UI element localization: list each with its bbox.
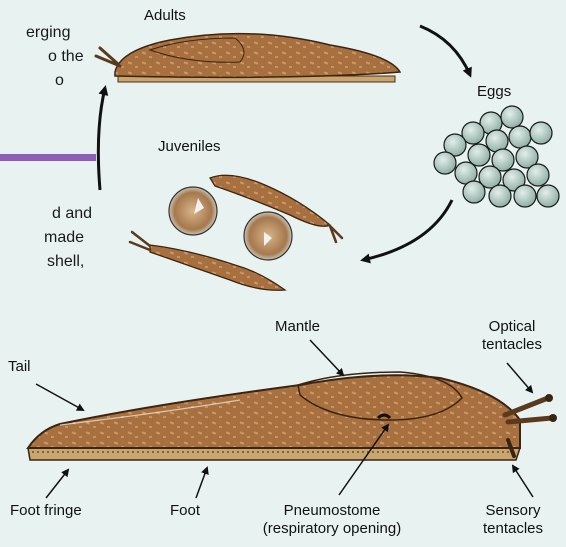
- side-text-line-2: o the: [48, 45, 84, 69]
- label-tail: Tail: [8, 358, 31, 376]
- arrow-adults-to-eggs: [420, 26, 470, 75]
- leader-foot-fringe: [46, 470, 68, 498]
- side-text-line-1: erging: [26, 21, 70, 45]
- label-sensory-line-2: tentacles: [470, 520, 556, 538]
- leader-optical-tentacles: [507, 363, 532, 392]
- label-foot: Foot: [170, 502, 200, 520]
- label-adults: Adults: [144, 7, 186, 25]
- label-foot-fringe: Foot fringe: [10, 502, 82, 520]
- accent-bar: [0, 154, 96, 161]
- label-mantle: Mantle: [275, 318, 320, 336]
- label-optical-line-1: Optical: [466, 318, 558, 336]
- label-pneumostome: Pneumostome (respiratory opening): [230, 502, 434, 538]
- label-optical-tentacles: Optical tentacles: [466, 318, 558, 354]
- adult-slug: [96, 34, 400, 82]
- leader-sensory-tentacles: [513, 466, 533, 497]
- side-text-line-5: made: [44, 226, 84, 250]
- large-slug: [28, 372, 557, 460]
- label-eggs: Eggs: [477, 83, 511, 101]
- leader-foot: [196, 468, 207, 498]
- arrow-eggs-to-juveniles: [363, 200, 452, 260]
- side-text-line-3: o: [55, 69, 64, 93]
- arrow-juveniles-to-adults: [98, 88, 105, 190]
- label-sensory-line-1: Sensory: [470, 502, 556, 520]
- side-text-line-6: shell,: [47, 250, 84, 274]
- label-pneumostome-line-1: Pneumostome: [230, 502, 434, 520]
- leader-mantle: [310, 340, 343, 375]
- label-sensory-tentacles: Sensory tentacles: [470, 502, 556, 538]
- label-juveniles: Juveniles: [158, 138, 221, 156]
- egg-cluster: [434, 106, 559, 207]
- leader-tail: [36, 384, 83, 410]
- label-pneumostome-line-2: (respiratory opening): [230, 520, 434, 538]
- label-optical-line-2: tentacles: [466, 336, 558, 354]
- side-text-line-4: d and: [52, 202, 92, 226]
